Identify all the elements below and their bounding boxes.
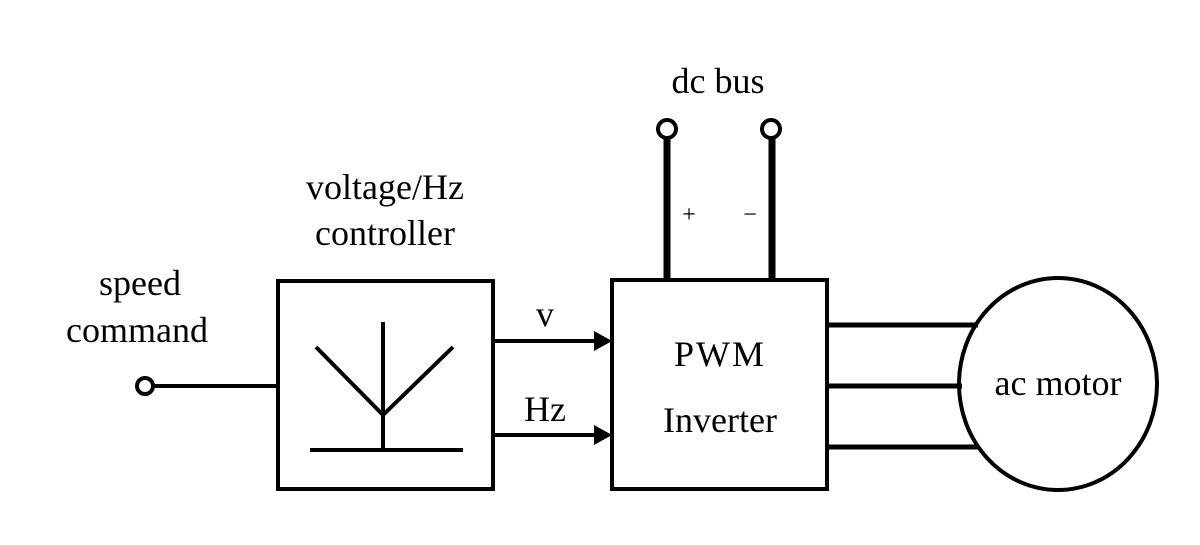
dc-bus-minus-terminal: [760, 118, 782, 140]
dc-bus-plus-sign: +: [682, 202, 696, 228]
hz-arrowhead: [594, 425, 612, 445]
controller-block: [276, 279, 495, 491]
speed-command-terminal: [135, 376, 155, 396]
v-arrowhead: [594, 331, 612, 351]
ac-motor-circle: [957, 276, 1159, 492]
inverter-label: Inverter: [663, 400, 777, 440]
ac-motor-label: ac motor: [995, 363, 1122, 403]
dc-bus-label: dc bus: [672, 61, 765, 101]
controller-label-line1: voltage/Hz: [306, 167, 464, 207]
dc-bus-minus-sign: −: [743, 202, 757, 228]
hz-label: Hz: [524, 389, 566, 429]
speed-label-line2: command: [66, 310, 208, 350]
speed-label-line1: speed: [99, 263, 181, 303]
dc-bus-plus-terminal: [656, 118, 678, 140]
controller-symbol: [310, 322, 463, 452]
v-label: v: [536, 294, 554, 334]
pwm-inverter-block: [610, 278, 829, 491]
controller-label-line2: controller: [315, 213, 455, 253]
pwm-label: PWM: [674, 334, 766, 374]
